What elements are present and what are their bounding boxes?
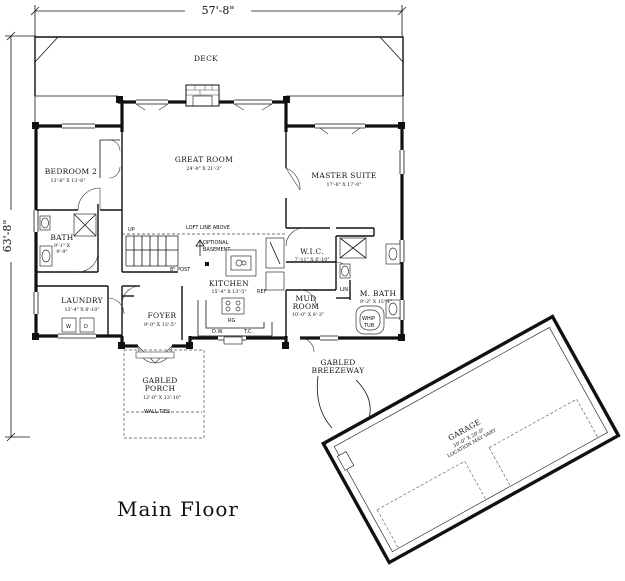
dryer-label: D — [84, 324, 88, 330]
interior-walls — [36, 130, 375, 340]
staircase: UP — [125, 227, 179, 267]
post-label: 8" POST — [170, 267, 191, 273]
master-bath-name: M. BATH — [360, 289, 397, 298]
master-suite-name: MASTER SUITE — [311, 171, 376, 180]
deck: DECK — [34, 36, 404, 128]
gabled-porch: GABLED PORCH 12'-0" X 13'-10" WALL TIES — [123, 349, 205, 439]
bath-dims-1: 9'-1" X — [54, 243, 71, 249]
posts — [32, 96, 405, 349]
overall-width-dimension: 57'-8" — [30, 4, 407, 36]
porch-dims: 12'-0" X 13'-10" — [143, 395, 181, 401]
overall-width-label: 57'-8" — [202, 4, 235, 17]
porch-name-1: GABLED — [142, 376, 177, 385]
garage: GARAGE 39'-0" X 29'-0" LOCATION MAY VARY — [321, 314, 621, 565]
whip-tub-label-2: TUB — [363, 323, 375, 329]
foyer-dims: 9'-0" X 13'-5" — [144, 322, 176, 328]
master-suite-dims: 17'-6" X 17'-0" — [326, 182, 361, 188]
overall-depth-label: 63'-8" — [1, 220, 14, 253]
bedroom2-name: BEDROOM 2 — [45, 167, 97, 176]
linen-label: LIN — [340, 287, 348, 293]
master-bath-dims: 9'-2" X 15'-4" — [360, 299, 392, 305]
floor-title: Main Floor — [117, 497, 239, 521]
wic-name: W.I.C. — [300, 247, 324, 256]
washer-label: W — [66, 324, 71, 330]
kitchen-fixtures: REF RG D.W. T.C. — [197, 237, 285, 345]
breezeway-name-1: GABLED — [320, 358, 355, 367]
whip-tub-label-1: WHIP — [362, 316, 375, 322]
range-label: RG — [228, 318, 235, 324]
kitchen-name: KITCHEN — [209, 279, 249, 288]
bath-fixtures: WHIP TUB LIN — [39, 213, 401, 335]
laundry-dims: 13'-4" X 8'-10" — [64, 307, 99, 313]
stair-up-label: UP — [128, 227, 135, 233]
ref-label: REF — [257, 289, 267, 295]
breezeway-name-2: BREEZEWAY — [312, 366, 366, 375]
deck-label: DECK — [194, 54, 218, 63]
laundry-name: LAUNDRY — [61, 296, 104, 305]
optional-basement-label-2: BASEMENT — [203, 247, 231, 253]
loft-line: LOFT LINE ABOVE OPTIONAL BASEMENT 8" POS… — [122, 225, 286, 273]
trash-compactor-label: T.C. — [243, 329, 254, 335]
overall-depth-dimension: 63'-8" — [1, 31, 36, 442]
laundry-fixtures: W D — [61, 317, 95, 333]
mud-room-name-2: ROOM — [293, 302, 320, 311]
foyer-name: FOYER — [148, 311, 177, 320]
room-labels: GREAT ROOM 24'-8" X 21'-3" MASTER SUITE … — [45, 155, 397, 328]
bath-dims-2: 9'-9" — [56, 249, 67, 255]
loft-line-label: LOFT LINE ABOVE — [186, 225, 230, 231]
mud-room-name-1: MUD — [296, 294, 317, 303]
wall-ties-label: WALL TIES — [144, 409, 170, 415]
great-room-dims: 24'-8" X 21'-3" — [186, 166, 221, 172]
wic-dims: 7'-11" X 6'-10" — [294, 257, 329, 263]
kitchen-dims: 15'-4" X 13'-5" — [211, 289, 246, 295]
bath-name: BATH — [50, 233, 73, 242]
optional-basement-label-1: OPTIONAL — [203, 240, 229, 246]
bedroom2-dims: 13'-6" X 13'-6" — [50, 178, 85, 184]
dishwasher-label: D.W. — [212, 329, 224, 335]
fireplace — [185, 84, 220, 107]
great-room-name: GREAT ROOM — [175, 155, 233, 164]
gabled-breezeway: GABLED BREEZEWAY — [312, 358, 371, 429]
mud-room-dims: 10'-0" X 8'-3" — [292, 312, 324, 318]
porch-name-2: PORCH — [145, 384, 176, 393]
